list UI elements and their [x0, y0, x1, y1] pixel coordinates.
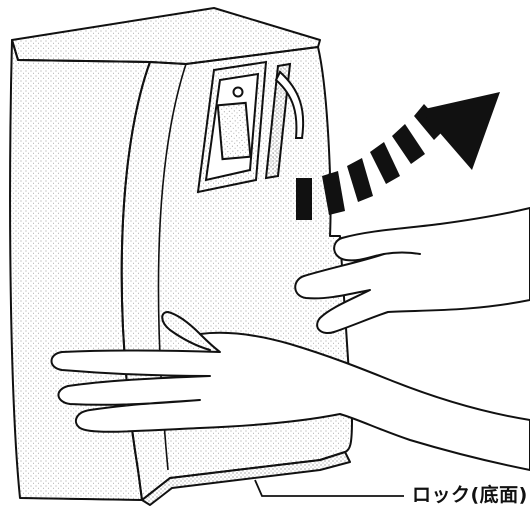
curved-dashed-arrow-icon [296, 92, 500, 220]
control-panel [196, 60, 305, 194]
release-lever [274, 70, 305, 139]
left-hand [50, 311, 530, 471]
panel-indicator [232, 86, 244, 98]
arrow-head [420, 92, 500, 170]
panel-window [216, 101, 252, 161]
right-hand [294, 207, 530, 334]
lock-bottom-label: ロック(底面) [412, 484, 528, 506]
callout-leader-line [254, 479, 404, 497]
cabinet-base [141, 451, 351, 506]
cabinet-body [9, 7, 353, 506]
handle-slot [264, 62, 292, 180]
